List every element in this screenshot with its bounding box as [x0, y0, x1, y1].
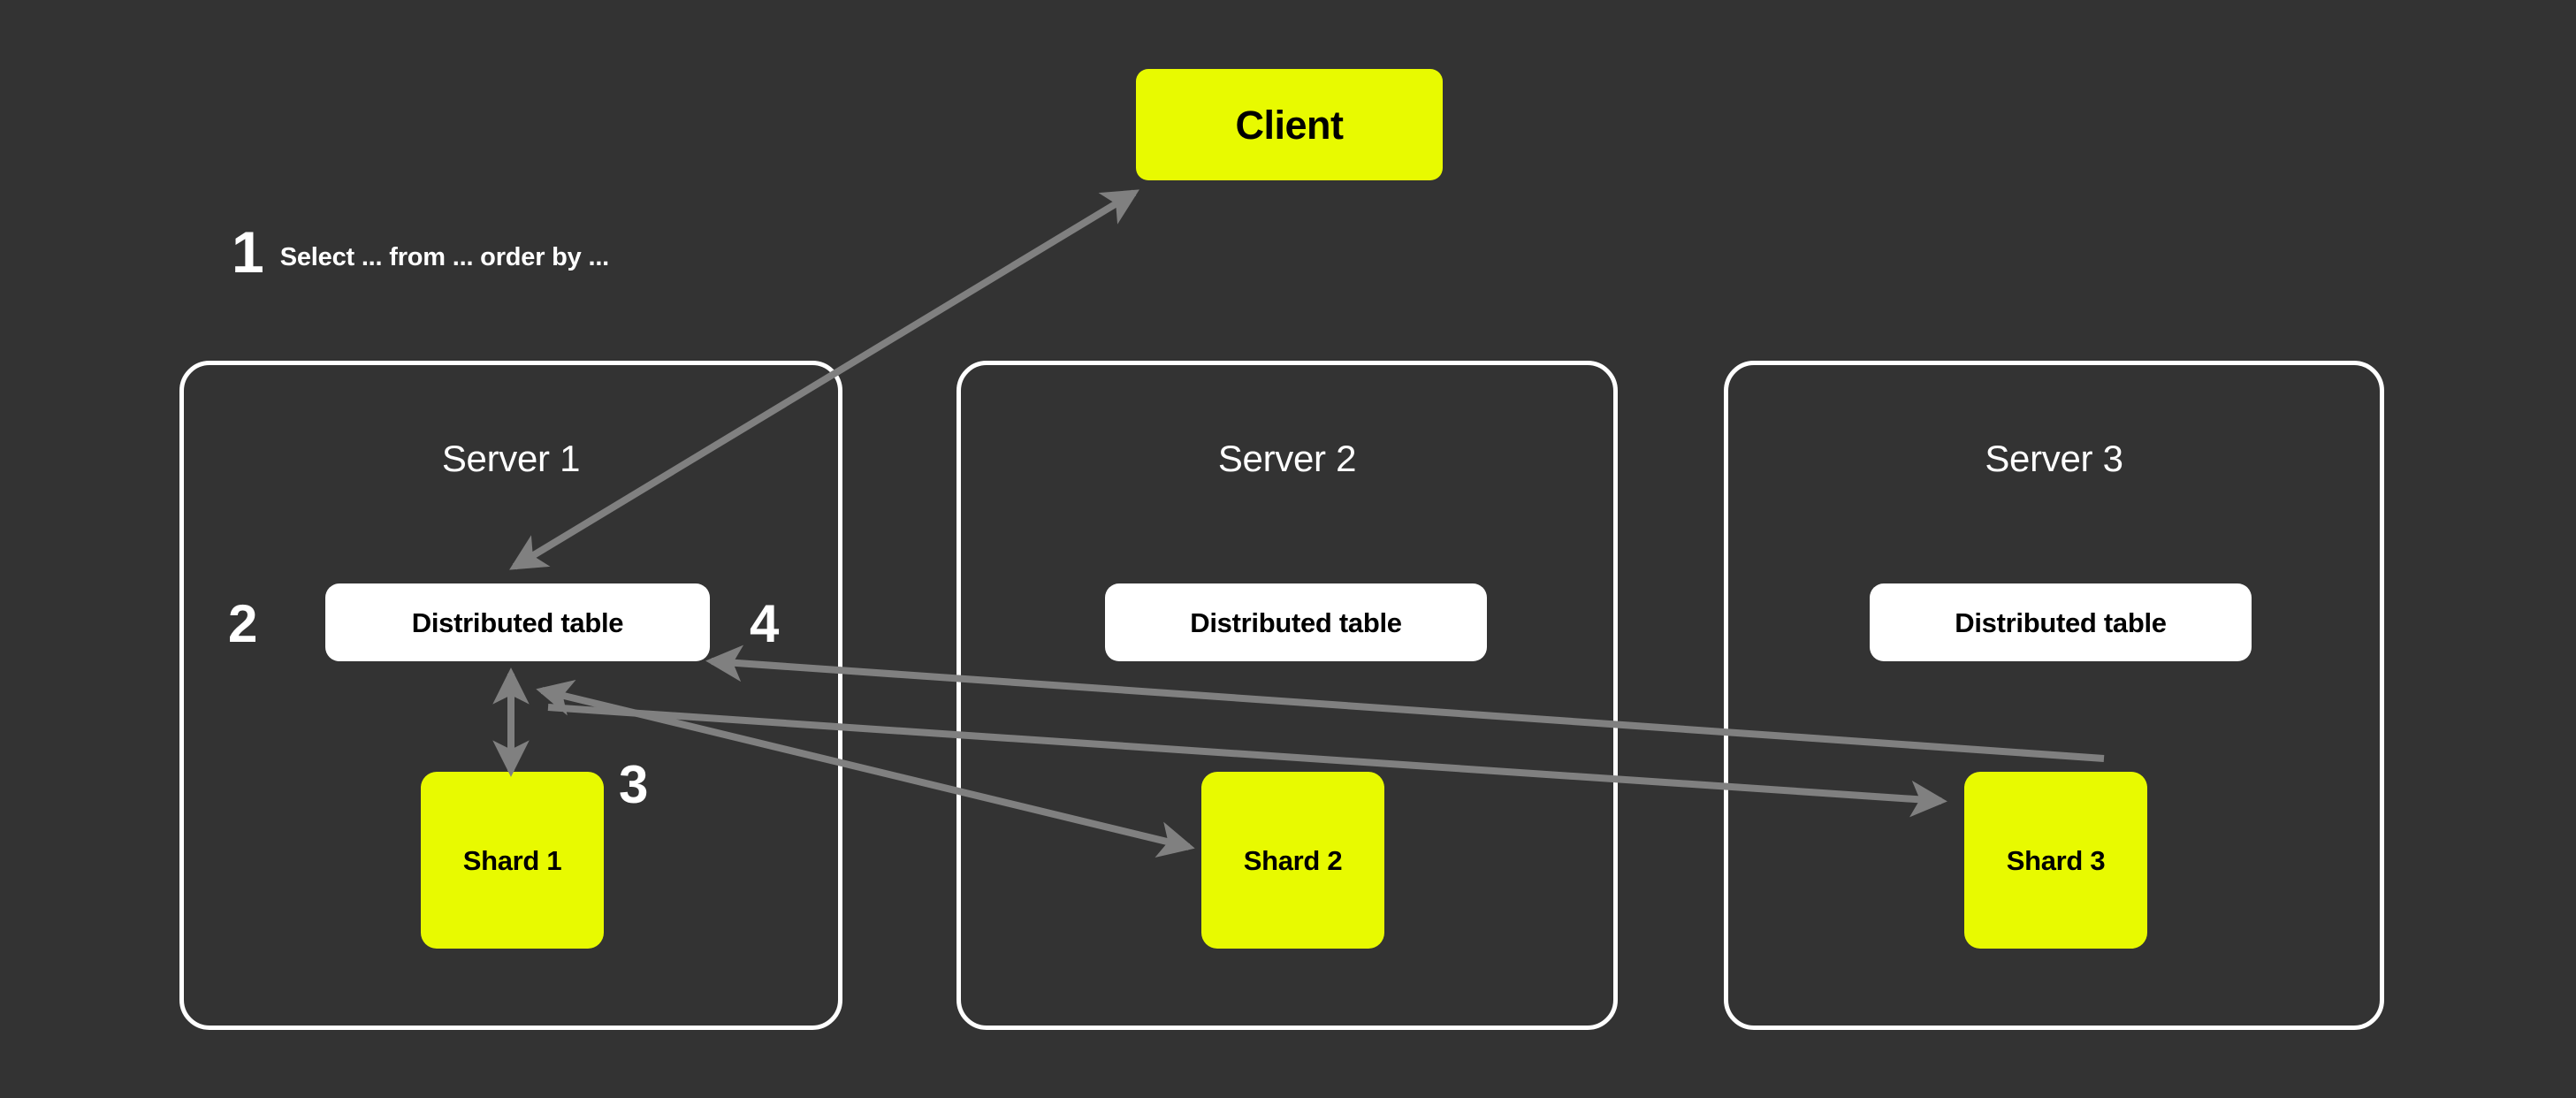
- step-number-3: 3: [619, 755, 649, 814]
- server-3-distributed-table-label: Distributed table: [1955, 606, 2167, 638]
- step-number-2: 2: [228, 594, 258, 653]
- server-1-shard-label: Shard 1: [462, 844, 562, 876]
- server-1-container: Server 1 Distributed table Shard 1: [179, 361, 842, 1030]
- step-number-1: 1: [232, 219, 264, 285]
- server-3-shard-label: Shard 3: [2006, 844, 2106, 876]
- client-label: Client: [1235, 102, 1344, 148]
- step-number-4: 4: [750, 594, 780, 653]
- server-1-distributed-table-label: Distributed table: [411, 606, 624, 638]
- server-1-shard[interactable]: Shard 1: [421, 772, 604, 949]
- server-3-container: Server 3 Distributed table Shard 3: [1724, 361, 2384, 1030]
- server-2-container: Server 2 Distributed table Shard 2: [956, 361, 1618, 1030]
- server-2-title: Server 2: [1217, 438, 1357, 479]
- client-node[interactable]: Client: [1136, 69, 1443, 180]
- server-3-title: Server 3: [1985, 438, 2123, 479]
- server-1-title: Server 1: [441, 438, 581, 479]
- step-1-query-text: Select ... from ... order by ...: [279, 242, 610, 271]
- server-3-distributed-table[interactable]: Distributed table: [1870, 583, 2252, 661]
- server-2-shard[interactable]: Shard 2: [1201, 772, 1384, 949]
- server-2-distributed-table[interactable]: Distributed table: [1105, 583, 1487, 661]
- step-1-caption: 1 Select ... from ... order by ...: [232, 223, 609, 281]
- server-2-distributed-table-label: Distributed table: [1190, 606, 1402, 638]
- server-2-shard-label: Shard 2: [1243, 844, 1343, 876]
- server-3-shard[interactable]: Shard 3: [1964, 772, 2147, 949]
- server-1-distributed-table[interactable]: Distributed table: [325, 583, 710, 661]
